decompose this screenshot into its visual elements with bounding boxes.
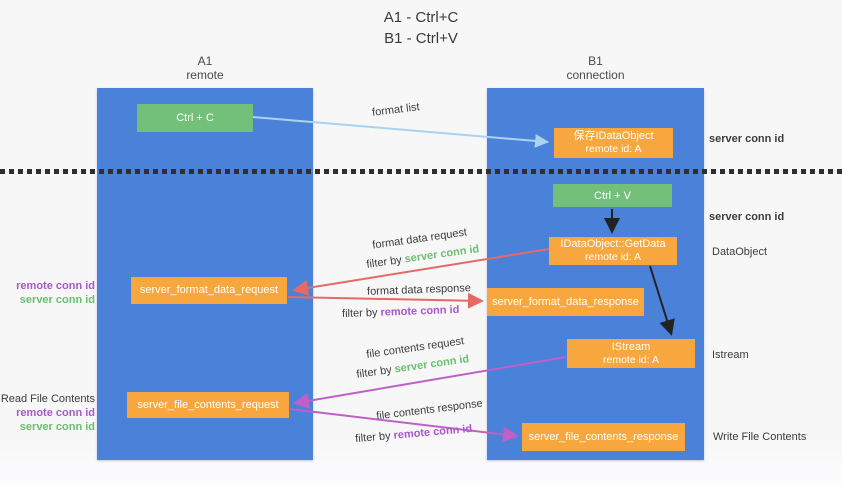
- dataobject-label: DataObject: [712, 246, 768, 258]
- remote-conn-id-text: remote conn id: [393, 422, 473, 442]
- getdata-line2: remote id: A: [584, 251, 642, 263]
- save-idataobject-line2: remote id: A: [585, 143, 642, 155]
- lane-a1-name: A1: [197, 54, 213, 68]
- right-server-conn-id-1: server conn id: [709, 133, 785, 145]
- title-line-1: A1 - Ctrl+C: [383, 9, 459, 26]
- remote-conn-id-text: remote conn id: [380, 303, 460, 319]
- left-bottom-labels: Read File Contents remote conn id server…: [0, 392, 95, 434]
- node-ctrl-c: Ctrl + C: [137, 104, 253, 132]
- lane-b1-role: connection: [566, 68, 625, 82]
- istream-side-label: Istream: [712, 349, 749, 361]
- right-server-conn-id-2: server conn id: [709, 211, 785, 223]
- getdata-line1: IDataObject::GetData: [560, 238, 666, 250]
- dotted-divider: [0, 169, 842, 174]
- node-server-file-contents-request: server_file_contents_request: [127, 392, 289, 418]
- file-response-label: server_file_contents_response: [528, 430, 679, 443]
- ctrl-v-label: Ctrl + V: [594, 189, 631, 202]
- node-server-format-data-response: server_format_data_response: [487, 288, 644, 316]
- istream-line1: IStream: [611, 340, 651, 353]
- lane-b1-name: B1: [588, 54, 603, 68]
- node-istream: IStream remote id: A: [567, 339, 695, 368]
- arrow-format-data-response: [287, 292, 484, 309]
- format-response-label: server_format_data_response: [492, 295, 639, 308]
- node-save-idataobject: 保存IDataObject remote id: A: [554, 128, 673, 158]
- remote-conn-id-label: remote conn id: [16, 280, 95, 292]
- node-server-file-contents-response: server_file_contents_response: [522, 423, 685, 451]
- server-conn-id-text: server conn id: [403, 243, 481, 266]
- write-file-contents-label: Write File Contents: [713, 431, 807, 443]
- read-file-contents-label: Read File Contents: [0, 393, 95, 405]
- label-format-data-response: format data response: [366, 282, 472, 298]
- filter-by-prefix: filter by: [354, 429, 395, 446]
- server-conn-id-label: server conn id: [19, 421, 95, 433]
- label-filter-by-remote-2: filter by remote conn id: [355, 423, 473, 445]
- label-filter-by-remote-1: filter by remote conn id: [342, 304, 460, 320]
- node-server-format-data-request: server_format_data_request: [131, 277, 287, 304]
- label-format-list: format list: [371, 101, 421, 119]
- lane-header-a1: A1 remote: [97, 54, 313, 82]
- left-mid-conn-ids: remote conn id server conn id: [0, 279, 95, 307]
- lane-a1-role: remote: [186, 68, 224, 82]
- remote-conn-id-label: remote conn id: [16, 407, 95, 419]
- filter-by-prefix: filter by: [355, 363, 396, 381]
- server-conn-id-text: server conn id: [393, 353, 471, 376]
- save-idataobject-line1: 保存IDataObject: [573, 130, 654, 142]
- node-ctrl-v: Ctrl + V: [553, 184, 672, 207]
- istream-line2: remote id: A: [602, 353, 660, 366]
- page-title: A1 - Ctrl+C B1 - Ctrl+V: [0, 7, 842, 49]
- lane-header-b1: B1 connection: [487, 54, 704, 82]
- format-request-label: server_format_data_request: [139, 284, 279, 296]
- node-idataobject-getdata: IDataObject::GetData remote id: A: [549, 237, 677, 265]
- label-file-contents-response: file contents response: [375, 397, 484, 423]
- server-conn-id-label: server conn id: [19, 294, 95, 306]
- ctrl-c-label: Ctrl + C: [176, 112, 214, 124]
- filter-by-prefix: filter by: [365, 253, 406, 271]
- filter-by-prefix: filter by: [341, 306, 381, 321]
- title-line-2: B1 - Ctrl+V: [384, 30, 458, 47]
- file-request-label: server_file_contents_request: [137, 398, 279, 411]
